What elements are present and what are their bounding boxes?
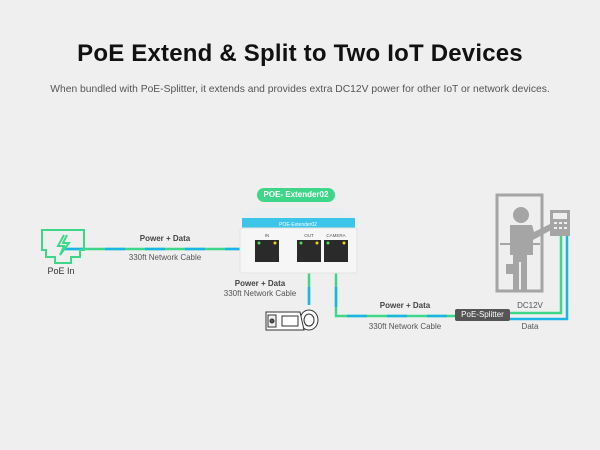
cable-data (508, 235, 569, 321)
poe-extender-device (239, 208, 358, 274)
dc12v-label: DC12V (517, 301, 543, 310)
link1-bottom-label: 330ft Network Cable (128, 253, 202, 262)
poe-splitter-label: PoE-Splitter (455, 309, 510, 321)
port-label-out: OUT (304, 233, 314, 238)
link2-top-label: Power + Data (234, 279, 286, 288)
page-subtitle: When bundled with PoE-Splitter, it exten… (50, 84, 550, 95)
person-door-keypad-icon (495, 193, 570, 293)
bullet-camera-icon (265, 309, 319, 331)
link1-top-label: Power + Data (139, 234, 191, 243)
poe-in-label: PoE In (47, 266, 75, 276)
page-title: PoE Extend & Split to Two IoT Devices (77, 40, 523, 67)
data-label: Data (521, 322, 539, 331)
extender-badge: POE- Extender02 (257, 188, 335, 202)
link3-top-label: Power + Data (379, 301, 431, 310)
port-label-in: IN (265, 233, 270, 238)
link2-bottom-label: 330ft Network Cable (223, 289, 297, 298)
extender-device-name: POE-Extender02 (279, 222, 317, 228)
cable-dc12v (508, 235, 563, 315)
link3-bottom-label: 330ft Network Cable (368, 322, 442, 331)
poe-port-lightning-icon (41, 229, 85, 264)
port-label-camera: CAMERA (326, 233, 345, 238)
